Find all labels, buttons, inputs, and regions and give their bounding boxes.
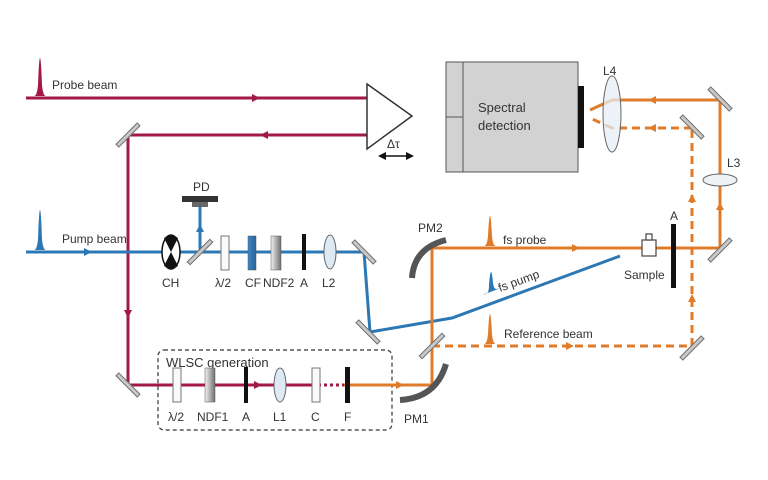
parabolic-mirror-pm2 xyxy=(409,237,447,279)
half-wave-plate-2 xyxy=(172,367,182,403)
pump-beam-label: Pump beam xyxy=(62,232,127,246)
half-wave-plate-2-label: λ/2 xyxy=(168,410,184,424)
reference-pulse-icon xyxy=(480,314,500,344)
lens-l1 xyxy=(273,367,287,403)
sample-cuvette xyxy=(641,233,657,257)
ndf2-filter xyxy=(270,235,282,271)
reference-beam-splitter xyxy=(418,332,446,360)
wlsc-generation-label: WLSC generation xyxy=(166,355,269,370)
sample-aperture xyxy=(671,224,676,288)
l3-label: L3 xyxy=(727,156,741,170)
lens-l2 xyxy=(323,234,337,270)
pump-pulse-icon xyxy=(28,210,52,250)
fs-probe-label: fs probe xyxy=(503,233,547,247)
sample-aperture-label: A xyxy=(670,209,678,223)
crystal-c xyxy=(311,367,321,403)
probe-direction-arrows xyxy=(124,94,268,389)
ndf1-label: NDF1 xyxy=(197,410,229,424)
lens-l4 xyxy=(602,75,622,153)
mirror-reference-upper xyxy=(679,114,705,140)
mirror-probe-bottom xyxy=(115,372,141,398)
fs-pump-label: fs pump xyxy=(496,267,541,295)
f-label: F xyxy=(344,410,351,424)
retroreflector-prism xyxy=(366,82,414,151)
cf-label: CF xyxy=(245,276,261,290)
wlsc-aperture-label: A xyxy=(242,410,250,424)
delay-label: Δτ xyxy=(387,137,400,151)
half-wave-plate-1 xyxy=(220,235,230,271)
mirror-right-lower xyxy=(707,237,733,263)
l2-label: L2 xyxy=(322,276,336,290)
spectral-detection-label-line2: detection xyxy=(478,118,531,133)
filter-f xyxy=(345,367,350,403)
l4-label: L4 xyxy=(603,64,617,78)
spectral-detection-label-line1: Spectral xyxy=(478,100,526,115)
ch-label: CH xyxy=(162,276,179,290)
l1-label: L1 xyxy=(273,410,287,424)
ndf1-filter xyxy=(204,367,216,403)
pump-direction-arrows xyxy=(84,224,204,256)
pump-aperture-label: A xyxy=(300,276,308,290)
mirror-pump-top xyxy=(351,239,377,265)
fs-pump-pulse-icon xyxy=(482,272,501,295)
fs-probe-pulse-icon xyxy=(480,216,500,246)
photodiode xyxy=(182,196,218,207)
pd-label: PD xyxy=(193,180,210,194)
pump-beam-splitter xyxy=(186,238,214,266)
color-filter-cf xyxy=(247,235,257,271)
mirror-probe-top xyxy=(115,122,141,148)
mirror-right-upper xyxy=(707,86,733,112)
pm2-label: PM2 xyxy=(418,221,443,235)
wlsc-aperture xyxy=(244,367,248,403)
half-wave-plate-1-label: λ/2 xyxy=(215,276,231,290)
c-label: C xyxy=(311,410,320,424)
spectral-detection-box xyxy=(445,61,584,173)
pm1-label: PM1 xyxy=(404,412,429,426)
chopper-icon xyxy=(161,234,181,270)
ndf2-label: NDF2 xyxy=(263,276,295,290)
probe-beam-label: Probe beam xyxy=(52,78,117,92)
delay-arrow-icon xyxy=(378,152,414,160)
mirror-reference-lower xyxy=(679,335,705,361)
pump-aperture xyxy=(302,234,306,270)
probe-pulse-icon xyxy=(28,58,52,96)
sample-label: Sample xyxy=(624,268,665,282)
reference-beam-label: Reference beam xyxy=(504,327,593,341)
parabolic-mirror-pm1 xyxy=(399,363,449,403)
mirror-pump-bottom xyxy=(355,319,381,345)
lens-l3 xyxy=(702,173,738,187)
white-light-arrows xyxy=(566,96,724,350)
white-light-arrow xyxy=(396,381,404,389)
